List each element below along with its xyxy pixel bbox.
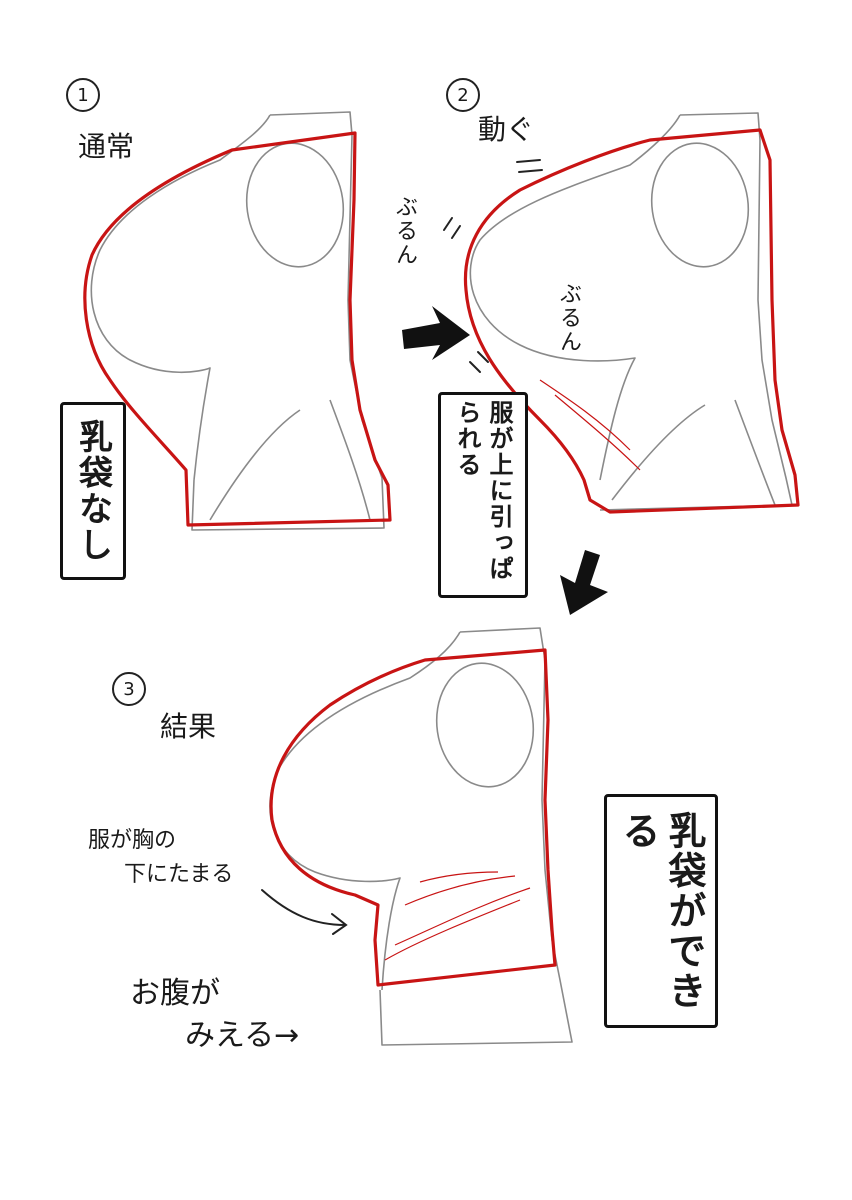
step-2-title: 動ぐ	[478, 113, 535, 146]
figure-3-torso-sketch	[269, 627, 573, 1046]
arrow-down-left-icon	[560, 550, 608, 615]
caption-box-clothes-pulled: 服が上に引っぱられる	[438, 392, 528, 598]
figure-2-torso-sketch	[469, 112, 793, 511]
figure-1-torso	[90, 111, 385, 531]
motion-lines-left	[443, 217, 461, 239]
figure-1-red-outline	[83, 131, 392, 527]
note-gather-line2: 下にたまる	[124, 862, 234, 887]
figure-3-red-outline	[269, 648, 557, 987]
arrow-right-icon	[402, 306, 470, 360]
caption-clothes-pulled: 服が上に引っぱられる	[453, 400, 513, 582]
figure-2-waist-fold	[611, 399, 776, 506]
figure-2-torso	[469, 112, 793, 511]
motion-lines-top	[516, 159, 543, 173]
caption-box-pouch-forms: 乳袋ができる	[604, 794, 718, 1028]
step-1-number-text: 1	[77, 84, 89, 106]
step-3-number-text: 3	[123, 678, 135, 700]
figure-1-waist-fold	[209, 399, 371, 521]
figure-3-arm-hole	[435, 662, 535, 788]
figure-1-torso-sketch	[90, 111, 385, 531]
motion-lines	[443, 159, 543, 373]
note-gather-line1: 服が胸の	[88, 828, 177, 853]
note-belly-line1: お腹が	[130, 976, 220, 1011]
caption-box-no-pouch: 乳袋なし	[60, 402, 126, 580]
step-3-number: 3	[112, 672, 146, 706]
figure-3-torso	[269, 627, 573, 1046]
step-2-number-text: 2	[457, 84, 469, 106]
caption-pouch-forms: 乳袋ができる	[616, 811, 706, 1011]
figure-3-fabric-folds	[384, 871, 531, 961]
figure-2-red-outline	[463, 128, 800, 514]
step-1-title: 通常	[78, 130, 135, 163]
sfx-bounce-outer: ぶるん	[392, 195, 417, 267]
figure-2-arm-hole	[650, 142, 750, 268]
figure-1-arm-hole	[245, 142, 345, 268]
figure-2-pull-lines	[539, 379, 641, 471]
step-2-number: 2	[446, 78, 480, 112]
note-belly-line2: みえる→	[185, 1018, 300, 1053]
step-3-title: 結果	[160, 710, 217, 743]
caption-no-pouch: 乳袋なし	[72, 419, 113, 563]
sfx-bounce-inner: ぶるん	[556, 282, 581, 354]
step-1-number: 1	[66, 78, 100, 112]
motion-lines-bottom	[469, 351, 489, 373]
arrow-curved-icon	[261, 889, 348, 935]
